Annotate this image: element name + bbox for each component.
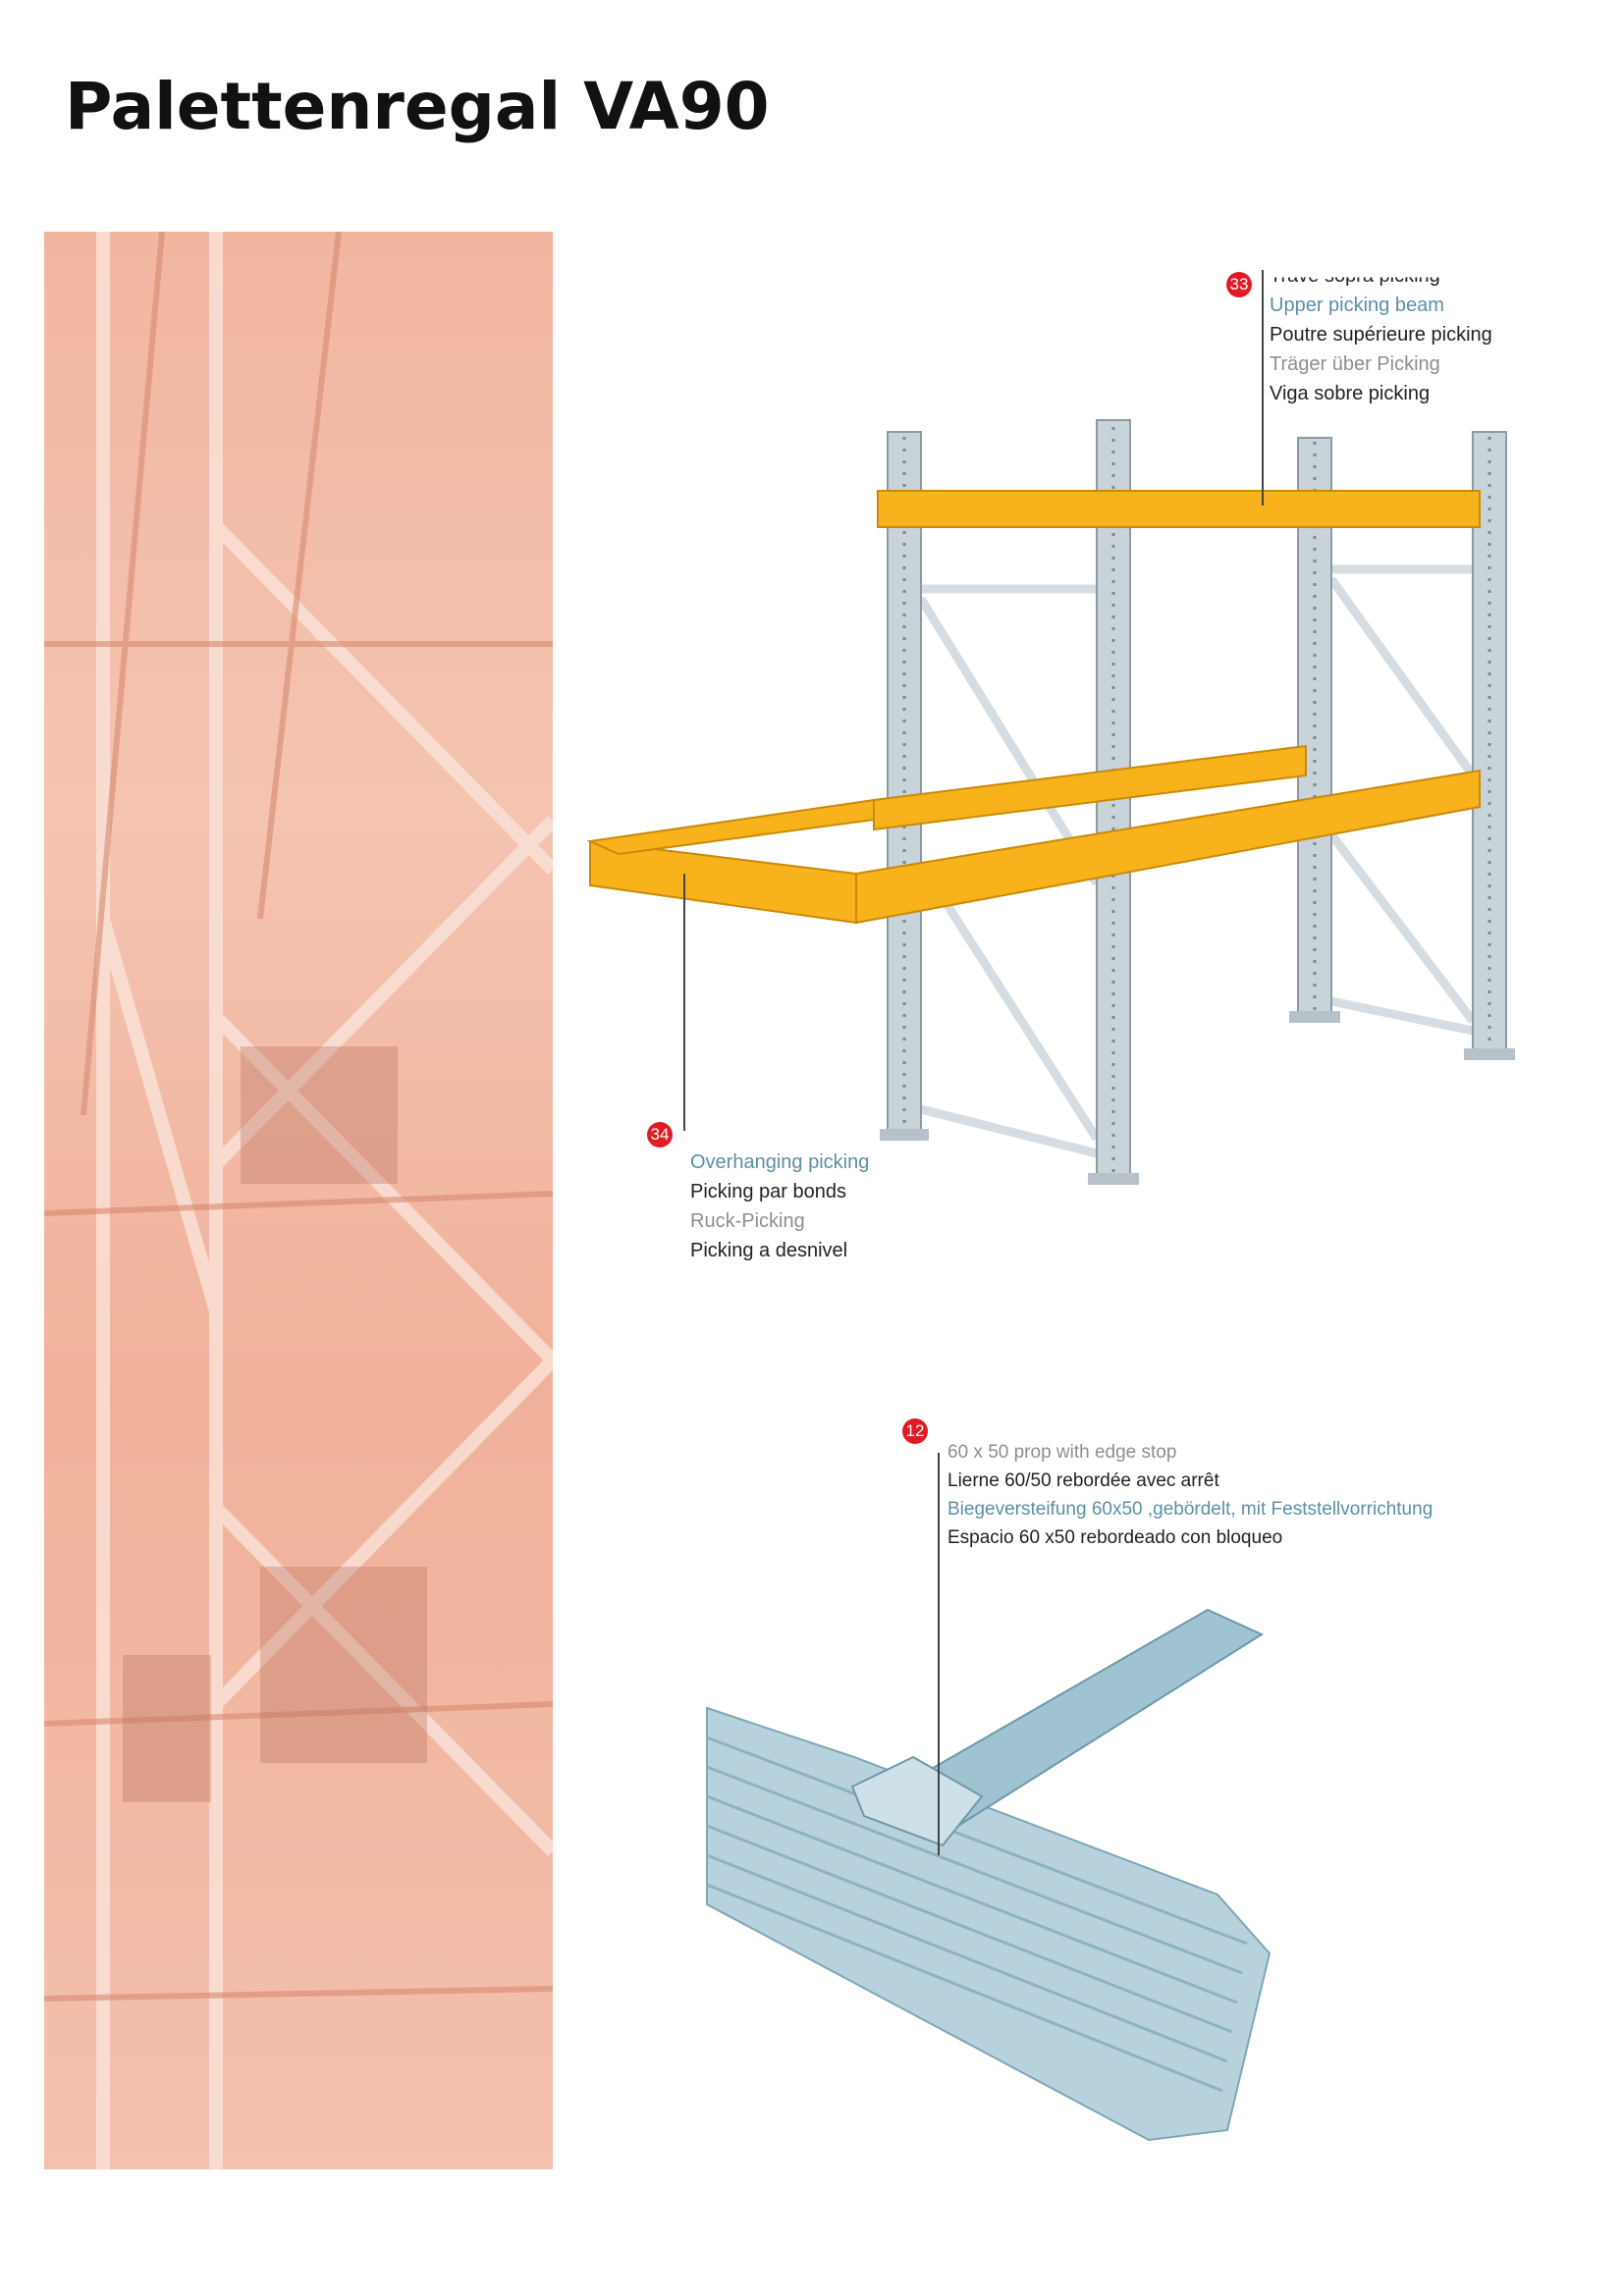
callout-33-line-fr: Poutre supérieure picking — [1270, 324, 1492, 346]
prop-illustration — [706, 1453, 1271, 2142]
rack-uprights — [887, 419, 1507, 1181]
rack-braces — [917, 564, 1477, 1158]
page-title: Palettenregal VA90 — [65, 69, 770, 144]
callout-34-line-fr: Picking par bonds — [690, 1181, 846, 1202]
callout-badge-12: 12 — [902, 1418, 928, 1444]
callout-33-line-es: Viga sobre picking — [1270, 383, 1431, 404]
callout-34-line-es: Picking a desnivel — [690, 1240, 848, 1261]
warehouse-photo-lines — [44, 232, 553, 2169]
callout-badge-33: 33 — [1226, 272, 1252, 297]
callout-12-text: 60 x 50 prop with edge stop Lierne 60/50… — [947, 1438, 1433, 1552]
callout-34-line-en: Overhanging picking — [690, 1151, 870, 1173]
callout-badge-34: 34 — [647, 1122, 673, 1148]
callout-12-line-en: 60 x 50 prop with edge stop — [947, 1442, 1177, 1463]
callout-12-line-es: Espacio 60 x50 rebordeado con bloqueo — [947, 1527, 1283, 1548]
rack-beams — [586, 490, 1481, 925]
callout-33-line-de: Träger über Picking — [1270, 353, 1440, 375]
callout-33-line-en: Upper picking beam — [1270, 294, 1444, 316]
callout-33-line-it: Trave sopra picking — [1270, 265, 1440, 288]
callout-12-line-de: Biegeversteifung 60x50 ,gebördelt, mit F… — [947, 1499, 1434, 1520]
callout-34-line-de: Ruck-Picking — [690, 1210, 805, 1232]
callout-33-text: Trave sopra picking Upper picking beam P… — [1270, 261, 1492, 408]
warehouse-photo — [44, 232, 553, 2169]
upright-holes — [902, 427, 1491, 1173]
callout-12-line-fr: Lierne 60/50 rebordée avec arrêt — [947, 1470, 1219, 1491]
rack-feet — [880, 1011, 1515, 1185]
callout-34-text: Overhanging picking Picking par bonds Ru… — [690, 1148, 869, 1265]
